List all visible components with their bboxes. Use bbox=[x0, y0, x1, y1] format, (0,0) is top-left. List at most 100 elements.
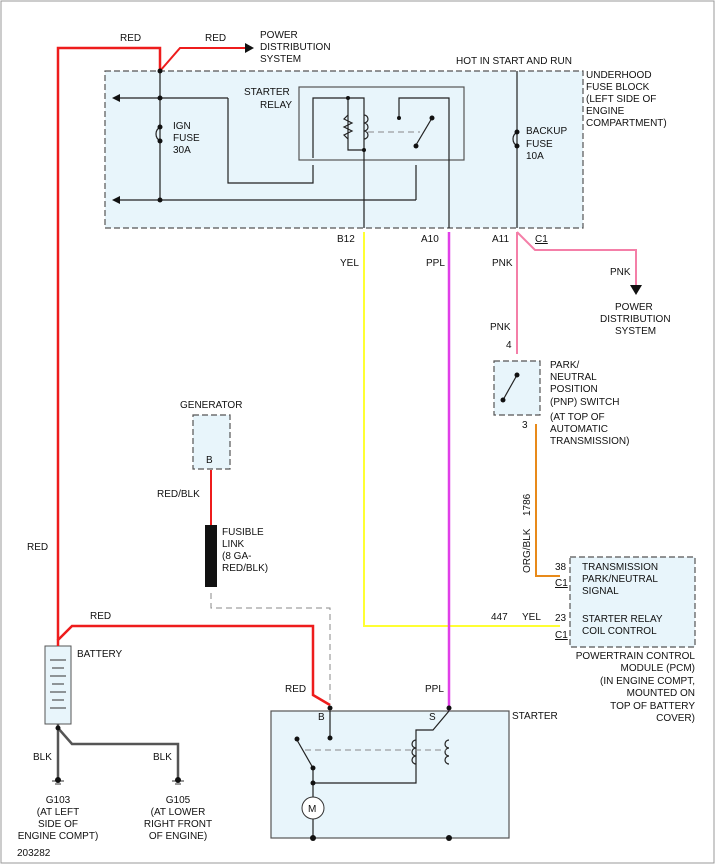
pcm-module bbox=[569, 556, 696, 648]
pnp-label: AUTOMATIC bbox=[550, 424, 608, 435]
fusible-link-label: LINK bbox=[222, 539, 245, 550]
pnp-label: NEUTRAL bbox=[550, 372, 597, 383]
red-wire-starter bbox=[56, 624, 331, 707]
pin-label: 3 bbox=[522, 420, 528, 431]
motor-label: M bbox=[308, 804, 316, 815]
pnp-label: (AT TOP OF bbox=[550, 412, 605, 423]
fusible-link bbox=[205, 525, 217, 587]
wire-color-label: RED bbox=[27, 542, 48, 553]
fuse-block-label: (LEFT SIDE OF bbox=[586, 94, 656, 105]
pcm-signal-label: TRANSMISSION bbox=[582, 562, 658, 573]
wire-color-label: RED bbox=[205, 33, 226, 44]
arrow-icon bbox=[245, 43, 254, 53]
starter-label: STARTER bbox=[512, 711, 558, 722]
pnp-label: PARK/ bbox=[550, 360, 579, 371]
wire-color-label: BLK bbox=[153, 752, 172, 763]
battery-label: BATTERY bbox=[77, 649, 123, 660]
ground-label: (AT LEFT bbox=[37, 807, 79, 818]
pin-label: S bbox=[429, 712, 436, 723]
red-wire-battery-feed bbox=[56, 46, 162, 640]
fusible-link-label: RED/BLK) bbox=[222, 563, 268, 574]
connector-label: C1 bbox=[555, 630, 568, 641]
arrow-icon bbox=[630, 285, 642, 295]
pnp-label: (PNP) SWITCH bbox=[550, 397, 619, 408]
fuse-block-internal-wiring bbox=[120, 71, 518, 228]
pds-label: SYSTEM bbox=[615, 326, 656, 337]
pds-label: POWER bbox=[260, 30, 298, 41]
fuse-block-label: UNDERHOOD bbox=[586, 70, 652, 81]
wire-color-label: RED bbox=[285, 684, 306, 695]
pcm-signal-label: SIGNAL bbox=[582, 586, 619, 597]
pin-label: A11 bbox=[492, 234, 509, 245]
pcm-label: COVER) bbox=[656, 713, 695, 724]
connector-label: C1 bbox=[555, 578, 568, 589]
wire-color-label: PNK bbox=[610, 267, 631, 278]
wire-color-label: ORG/BLK bbox=[522, 528, 533, 573]
ground-label: RIGHT FRONT bbox=[144, 819, 212, 830]
wire-color-label: YEL bbox=[340, 258, 359, 269]
pcm-signal-label: STARTER RELAY bbox=[582, 614, 663, 625]
yel-wire bbox=[363, 232, 560, 627]
pds-label: DISTRIBUTION bbox=[600, 314, 671, 325]
fusible-link-label: FUSIBLE bbox=[222, 527, 264, 538]
pds-label: DISTRIBUTION bbox=[260, 42, 331, 53]
pin-label: 38 bbox=[555, 562, 567, 573]
pcm-label: POWERTRAIN CONTROL bbox=[576, 651, 696, 662]
connector-label: C1 bbox=[535, 234, 548, 245]
org-blk-wire bbox=[535, 424, 560, 577]
generator bbox=[192, 414, 231, 470]
pin-label: A10 bbox=[421, 234, 439, 245]
pin-label: 23 bbox=[555, 613, 567, 624]
generator-label: GENERATOR bbox=[180, 400, 242, 411]
circuit-number: 447 bbox=[491, 612, 508, 623]
ground-label: G105 bbox=[166, 795, 191, 806]
ground-label: SIDE OF bbox=[38, 819, 78, 830]
pcm-signal-label: COIL CONTROL bbox=[582, 626, 657, 637]
fuse-block-label: ENGINE bbox=[586, 106, 625, 117]
pin-label: B12 bbox=[337, 234, 355, 245]
fuse-block-label: FUSE BLOCK bbox=[586, 82, 650, 93]
backup-fuse-label: FUSE bbox=[526, 139, 553, 150]
pds-label: SYSTEM bbox=[260, 54, 301, 65]
ground-label: G103 bbox=[46, 795, 71, 806]
pcm-label: (IN ENGINE COMPT, bbox=[600, 676, 695, 687]
circuit-number: 1786 bbox=[522, 493, 533, 516]
wire-color-label: RED bbox=[120, 33, 141, 44]
fuse-block-label: COMPARTMENT) bbox=[586, 118, 667, 129]
ground-label: ENGINE COMPT) bbox=[18, 831, 99, 842]
wire-color-label: RED/BLK bbox=[157, 489, 200, 500]
pnp-label: TRANSMISSION) bbox=[550, 436, 629, 447]
pcm-label: MODULE (PCM) bbox=[621, 663, 695, 674]
splice-dots bbox=[157, 68, 520, 203]
pcm-label: MOUNTED ON bbox=[627, 688, 695, 699]
starter-relay bbox=[298, 86, 465, 161]
pcm-signal-label: PARK/NEUTRAL bbox=[582, 574, 658, 585]
relay-label: STARTER bbox=[244, 87, 290, 98]
fusible-link-label: (8 GA- bbox=[222, 551, 251, 562]
pin-label: B bbox=[318, 712, 325, 723]
pin-label: B bbox=[206, 455, 213, 466]
ign-fuse-label: 30A bbox=[173, 145, 191, 156]
ground-label: (AT LOWER bbox=[151, 807, 206, 818]
backup-fuse-label: 10A bbox=[526, 151, 544, 162]
wire-color-label: PPL bbox=[426, 258, 445, 269]
wire-color-label: RED bbox=[90, 611, 111, 622]
wire-color-label: PPL bbox=[425, 684, 444, 695]
wire-color-label: PNK bbox=[490, 322, 511, 333]
pnp-switch bbox=[493, 360, 541, 416]
wire-color-label: YEL bbox=[522, 612, 541, 623]
pin-label: 4 bbox=[506, 340, 512, 351]
ground-label: OF ENGINE) bbox=[149, 831, 207, 842]
pnp-label: POSITION bbox=[550, 384, 598, 395]
figure-id: 203282 bbox=[17, 848, 51, 859]
blk-wire-g105 bbox=[57, 727, 180, 780]
pcm-label: TOP OF BATTERY bbox=[610, 701, 695, 712]
backup-fuse-label: BACKUP bbox=[526, 126, 567, 137]
relay-label: RELAY bbox=[260, 100, 292, 111]
diagram-labels: RED RED POWER DISTRIBUTION SYSTEM HOT IN… bbox=[17, 30, 695, 859]
pds-label: POWER bbox=[615, 302, 653, 313]
battery bbox=[44, 645, 72, 725]
wire-color-label: PNK bbox=[492, 258, 513, 269]
motor-icon bbox=[301, 796, 325, 820]
